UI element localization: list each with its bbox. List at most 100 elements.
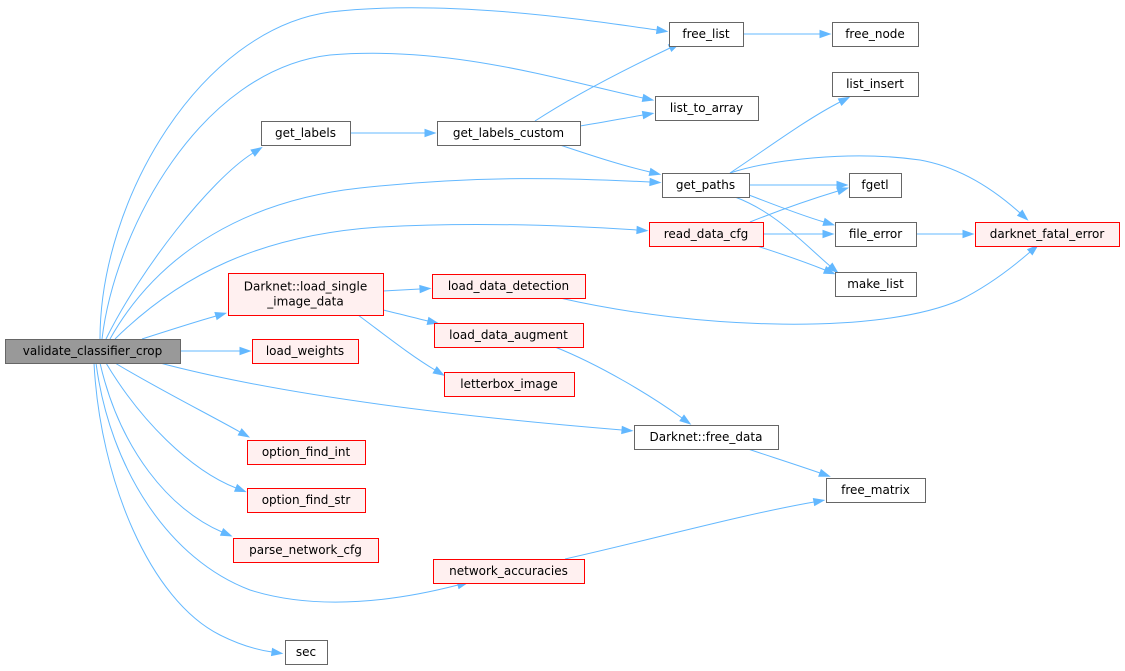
edge-load_single_image_data-to-letterbox_image xyxy=(357,314,445,376)
node-list_insert[interactable]: list_insert xyxy=(832,72,919,97)
edge-line xyxy=(534,47,671,122)
edge-validate_classifier_crop-to-list_to_array xyxy=(101,52,655,340)
arrow-head xyxy=(1026,244,1039,256)
arrow-head xyxy=(819,29,832,39)
edge-line xyxy=(559,144,651,173)
edge-line xyxy=(357,314,436,371)
arrow-head xyxy=(419,284,432,294)
node-box xyxy=(444,372,575,397)
edge-read_data_cfg-to-fgetl xyxy=(749,187,850,223)
node-label: parse_network_cfg xyxy=(249,543,362,557)
node-load_single_image_data[interactable]: Darknet::load_single_image_data xyxy=(228,273,384,316)
edge-line xyxy=(734,196,831,267)
node-get_paths[interactable]: get_paths xyxy=(662,173,750,198)
edge-get_paths-to-fgetl xyxy=(749,180,849,190)
node-box xyxy=(649,222,764,247)
node-box xyxy=(437,121,581,146)
node-validate_classifier_crop[interactable]: validate_classifier_crop xyxy=(5,339,181,364)
edge-line xyxy=(101,52,644,340)
node-load_data_augment[interactable]: load_data_augment xyxy=(434,323,584,348)
node-option_find_int[interactable]: option_find_int xyxy=(247,440,366,465)
node-free_data[interactable]: Darknet::free_data xyxy=(634,425,779,450)
node-free_node[interactable]: free_node xyxy=(832,22,919,47)
edge-line xyxy=(114,362,241,433)
edge-line xyxy=(114,223,638,340)
edge-load_single_image_data-to-load_data_augment xyxy=(382,309,440,325)
edge-free_data-to-free_matrix xyxy=(747,448,831,477)
node-darknet_fatal_error[interactable]: darknet_fatal_error xyxy=(975,222,1120,247)
arrow-head xyxy=(641,110,655,120)
arrow-head xyxy=(837,96,851,106)
node-box xyxy=(433,559,585,584)
arrow-head xyxy=(636,225,649,235)
node-box xyxy=(233,538,379,563)
edge-line xyxy=(382,288,421,292)
edge-validate_classifier_crop-to-get_paths xyxy=(109,177,662,340)
node-load_weights[interactable]: load_weights xyxy=(252,339,359,364)
edges-layer xyxy=(93,7,1039,657)
node-box xyxy=(832,72,919,97)
edge-validate_classifier_crop-to-option_find_str xyxy=(105,362,247,493)
node-label: option_find_str xyxy=(262,493,351,507)
node-get_labels_custom[interactable]: get_labels_custom xyxy=(437,121,581,146)
node-label: load_data_augment xyxy=(449,328,568,342)
node-label: get_paths xyxy=(676,178,735,192)
node-load_data_detection[interactable]: load_data_detection xyxy=(432,274,586,299)
node-label: network_accuracies xyxy=(449,564,568,578)
node-option_find_str[interactable]: option_find_str xyxy=(247,488,366,513)
node-file_error[interactable]: file_error xyxy=(835,222,917,247)
node-free_list[interactable]: free_list xyxy=(669,22,744,47)
node-label: _image_data xyxy=(266,295,343,309)
edge-line xyxy=(729,101,841,174)
node-box xyxy=(247,440,366,465)
node-label: list_to_array xyxy=(670,101,743,115)
node-label: list_insert xyxy=(846,77,904,91)
edge-validate_classifier_crop-to-read_data_cfg xyxy=(114,223,649,340)
node-box xyxy=(832,22,919,47)
node-box xyxy=(826,478,926,503)
node-letterbox_image[interactable]: letterbox_image xyxy=(444,372,575,397)
node-label: load_data_detection xyxy=(448,279,569,293)
edge-load_single_image_data-to-load_data_detection xyxy=(382,284,432,294)
node-make_list[interactable]: make_list xyxy=(835,272,917,297)
edge-read_data_cfg-to-make_list xyxy=(756,245,836,275)
arrow-head xyxy=(822,265,836,275)
node-parse_network_cfg[interactable]: parse_network_cfg xyxy=(233,538,379,563)
node-free_matrix[interactable]: free_matrix xyxy=(826,478,926,503)
node-box xyxy=(835,222,917,247)
node-network_accuracies[interactable]: network_accuracies xyxy=(433,559,585,584)
arrow-head xyxy=(432,366,445,376)
node-box xyxy=(247,488,366,513)
arrow-head xyxy=(836,180,849,190)
edge-get_labels-to-get_labels_custom xyxy=(350,128,437,138)
edge-get_paths-to-make_list xyxy=(734,196,839,274)
node-sec[interactable]: sec xyxy=(285,640,328,665)
arrow-head xyxy=(836,187,850,196)
arrow-head xyxy=(962,229,975,239)
node-box xyxy=(835,272,917,297)
node-label: make_list xyxy=(847,277,904,291)
node-label: letterbox_image xyxy=(460,377,558,391)
arrow-head xyxy=(424,128,437,138)
node-label: validate_classifier_crop xyxy=(23,344,162,358)
node-box xyxy=(5,339,181,364)
edge-line xyxy=(105,152,254,340)
edge-file_error-to-darknet_fatal_error xyxy=(916,229,975,239)
edge-line xyxy=(564,501,815,560)
node-list_to_array[interactable]: list_to_array xyxy=(655,96,759,121)
arrow-head xyxy=(621,425,634,435)
edge-line xyxy=(579,114,644,127)
edge-get_paths-to-list_insert xyxy=(729,96,851,174)
node-box xyxy=(261,121,351,146)
edge-line xyxy=(382,309,429,322)
node-label: free_list xyxy=(682,27,730,41)
edge-line xyxy=(747,448,821,474)
node-fgetl[interactable]: fgetl xyxy=(849,173,902,198)
node-read_data_cfg[interactable]: read_data_cfg xyxy=(649,222,764,247)
edge-line xyxy=(93,362,273,653)
node-get_labels[interactable]: get_labels xyxy=(261,121,351,146)
node-label: read_data_cfg xyxy=(664,227,749,241)
edge-load_data_augment-to-free_data xyxy=(554,346,692,425)
edge-line xyxy=(748,194,825,223)
